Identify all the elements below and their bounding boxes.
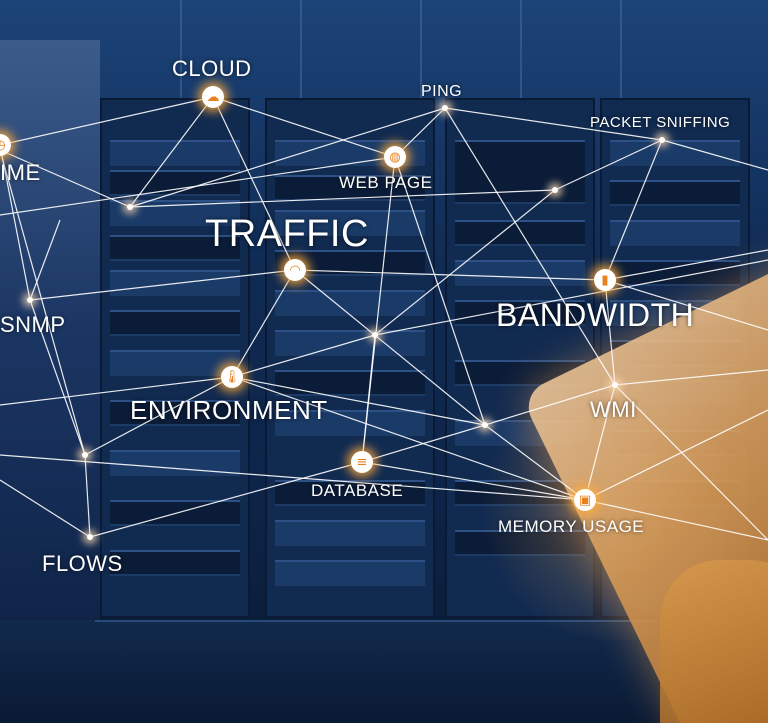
snmp-node: [27, 297, 33, 303]
junction-node: [552, 187, 558, 193]
environment-label: ENVIRONMENT: [130, 395, 328, 425]
snmp-label: SNMP: [0, 312, 66, 337]
ping-node: [442, 105, 448, 111]
packet-sniffing-node: [659, 137, 665, 143]
chip-icon: ▣: [574, 489, 596, 511]
cloud-label: CLOUD: [172, 56, 252, 81]
flows-node: [87, 534, 93, 540]
wmi-node: [612, 382, 618, 388]
packet-sniffing-label: PACKET SNIFFING: [590, 114, 731, 131]
ceiling-beam: [420, 0, 422, 100]
database-label: DATABASE: [311, 481, 404, 500]
bar-chart-icon: ▮: [594, 269, 616, 291]
wmi-label: WMI: [590, 397, 637, 422]
junction-node: [82, 452, 88, 458]
clock-icon: ◷: [0, 134, 11, 156]
cloud-icon: ☁: [202, 86, 224, 108]
junction-node: [482, 422, 488, 428]
hand: [660, 560, 768, 723]
traffic-label: TRAFFIC: [205, 213, 369, 255]
flows-label: FLOWS: [42, 551, 123, 576]
floor-edge: [95, 620, 768, 622]
junction-node: [372, 332, 378, 338]
ping-label: PING: [421, 83, 463, 100]
memory-usage-label: MEMORY USAGE: [498, 517, 645, 536]
junction-node: [127, 204, 133, 210]
gauge-icon: ◠: [284, 259, 306, 281]
ceiling-beam: [620, 0, 622, 100]
ceiling-beam: [300, 0, 302, 100]
thermometer-icon: 🌡: [221, 366, 243, 388]
time-label: IME: [0, 160, 41, 185]
database-icon: ≡: [351, 451, 373, 473]
web-page-label: WEB PAGE: [339, 173, 433, 192]
server-rack: [100, 98, 250, 618]
bandwidth-label: BANDWIDTH: [496, 297, 695, 333]
rack-door: [0, 40, 100, 640]
ceiling-beam: [520, 0, 522, 100]
ceiling-beam: [180, 0, 182, 100]
globe-icon: ◍: [384, 146, 406, 168]
